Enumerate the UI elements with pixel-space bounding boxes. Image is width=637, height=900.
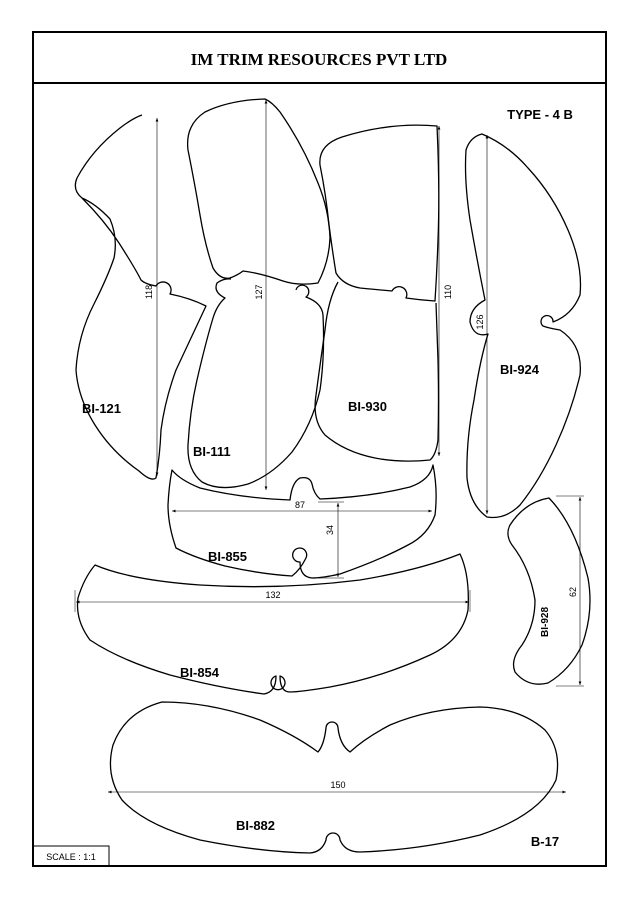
part-outline <box>76 553 469 695</box>
part-outline <box>167 464 437 579</box>
dimension-value: 150 <box>330 780 345 790</box>
sheet-border <box>32 31 607 867</box>
part-outline <box>314 281 440 462</box>
part-outline <box>109 701 559 854</box>
part-outline <box>464 133 582 519</box>
part-bi-121: 118 BI-121 <box>74 114 207 480</box>
dimension-value: 126 <box>475 314 485 329</box>
dimension-value: 87 <box>295 500 305 510</box>
scale-box <box>32 845 110 867</box>
part-code: BI-928 <box>540 607 551 637</box>
sheet-code: B-17 <box>531 834 559 849</box>
type-label: TYPE - 4 B <box>507 107 573 122</box>
part-code: BI-924 <box>500 362 540 377</box>
part-outline <box>187 278 325 489</box>
part-bi-855: 87 34 BI-855 <box>167 464 437 579</box>
part-bi-854: 132 BI-854 <box>74 553 471 695</box>
dimension-value: 34 <box>325 525 335 535</box>
part-code: BI-882 <box>236 818 275 833</box>
part-outline <box>186 98 331 285</box>
part-code: BI-111 <box>193 444 231 459</box>
part-code: BI-854 <box>180 665 220 680</box>
part-bi-928: 62 BI-928 <box>507 495 591 687</box>
part-code: BI-855 <box>208 549 247 564</box>
part-bi-882: 150 BI-882 <box>108 701 566 854</box>
scale-label: SCALE : 1:1 <box>46 852 96 862</box>
part-bi-111: 127 BI-111 <box>186 98 331 490</box>
dimension-value: 118 <box>144 285 154 299</box>
part-bi-924: 126 BI-924 <box>464 133 582 519</box>
part-outline <box>74 114 207 480</box>
part-bi-930: 110 BI-930 <box>314 124 453 462</box>
company-title: IM TRIM RESOURCES PVT LTD <box>191 50 448 69</box>
dimension-value: 127 <box>254 284 264 299</box>
dimension-value: 132 <box>265 590 280 600</box>
dimension-value: 62 <box>568 587 578 597</box>
dimension-value: 110 <box>443 285 453 299</box>
part-outline <box>507 497 591 685</box>
part-code: BI-930 <box>348 399 387 414</box>
part-code: BI-121 <box>82 401 121 416</box>
part-outline <box>319 124 440 302</box>
